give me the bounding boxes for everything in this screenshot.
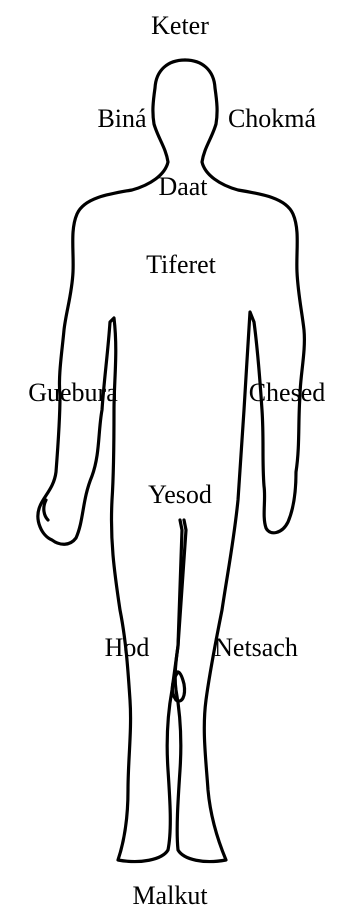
label-chokma: Chokmá xyxy=(228,104,317,133)
label-guebura: Guebura xyxy=(28,378,118,407)
label-chesed: Chesed xyxy=(249,378,326,407)
label-netsach: Netsach xyxy=(214,633,298,662)
label-yesod: Yesod xyxy=(148,480,212,509)
label-tiferet: Tiferet xyxy=(146,250,217,279)
left-hand-detail xyxy=(44,500,48,520)
label-bina: Biná xyxy=(97,104,147,133)
label-malkut: Malkut xyxy=(132,881,208,910)
label-hod: Hod xyxy=(105,633,150,662)
label-daat: Daat xyxy=(158,172,208,201)
label-keter: Keter xyxy=(151,11,209,40)
